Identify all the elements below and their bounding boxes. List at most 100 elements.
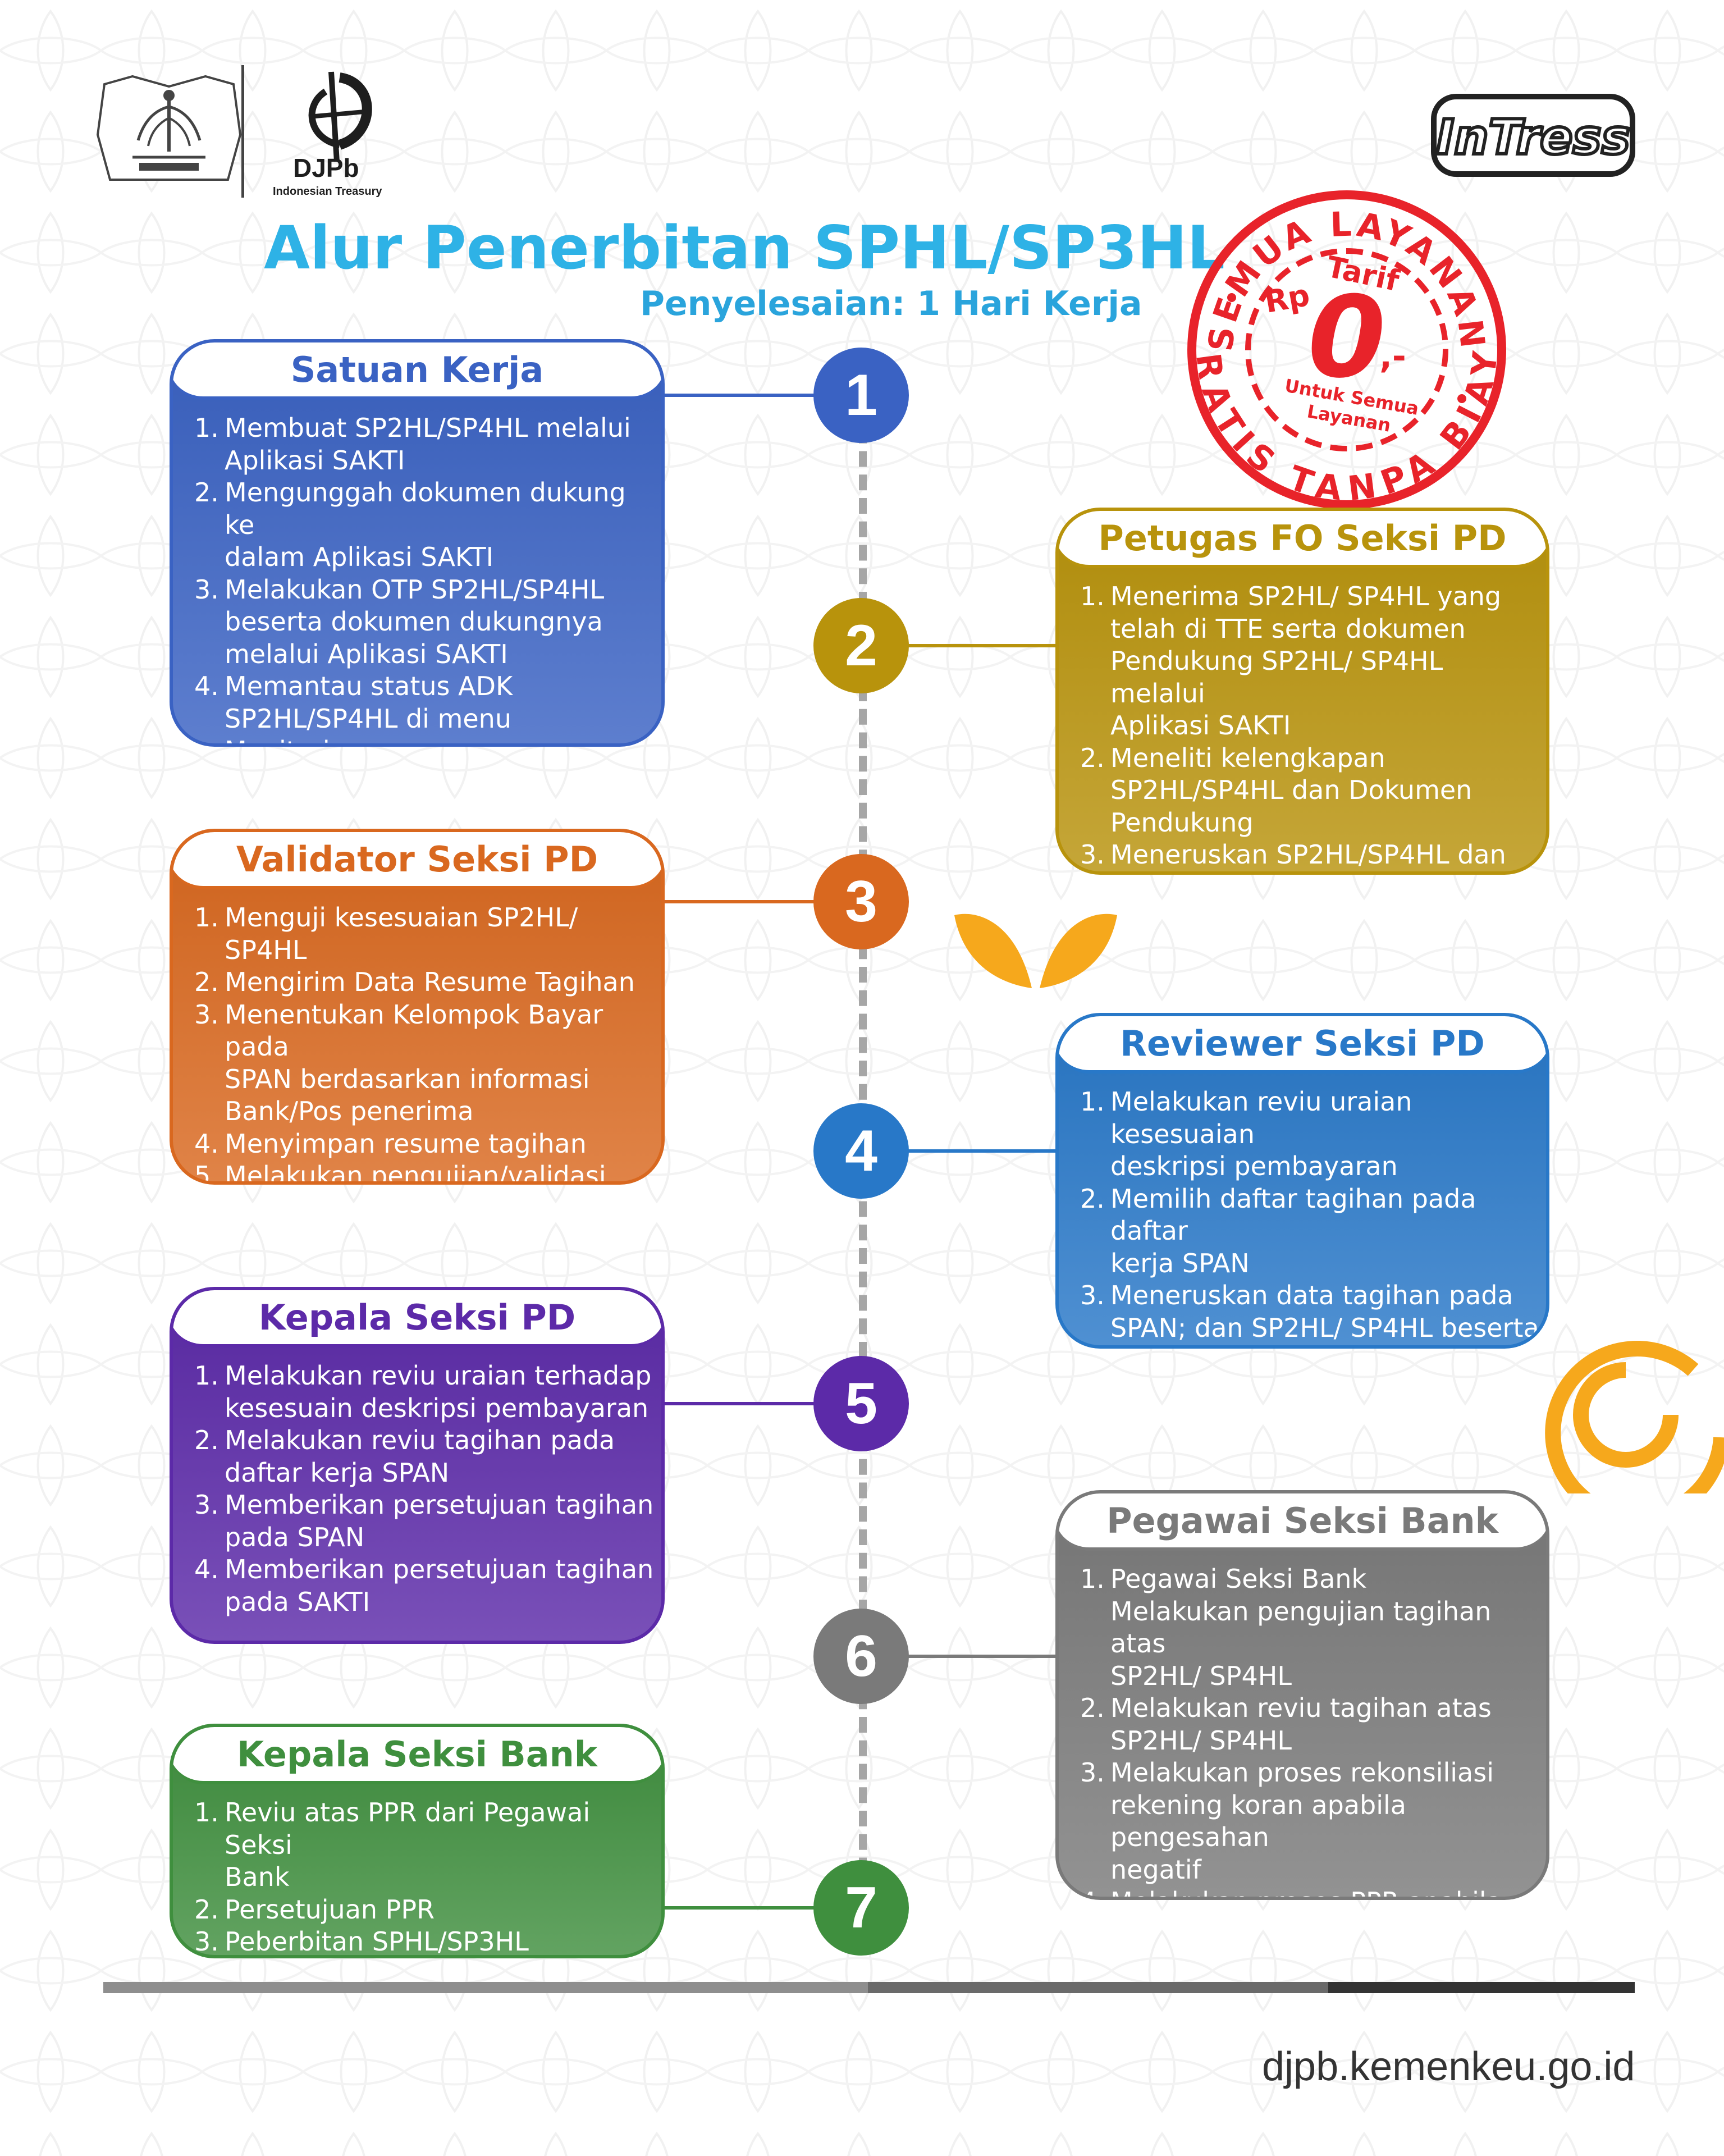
step-6-title: Pegawai Seksi Bank (1059, 1493, 1546, 1551)
step-7-title: Kepala Seksi Bank (173, 1727, 661, 1784)
list-item-number: 1. (194, 1360, 219, 1391)
list-item-number: 4. (194, 1128, 219, 1159)
list-item-line: SP2HL/SP4HL dan Dokumen (1110, 775, 1473, 805)
list-item-number: 1. (1080, 1564, 1105, 1594)
list-item-number: 2. (1080, 742, 1105, 773)
footer-bar-light (103, 1982, 868, 1993)
list-item-line: Pendukung SP2HL/ SP4HL melalui (1110, 646, 1443, 709)
kemenkeu-logo (96, 75, 242, 181)
list-item: 4.Melakukan proses PPR apabilapengesahan… (1080, 1886, 1540, 1897)
footer-bar-dark (1328, 1982, 1635, 1993)
step-2-title: Petugas FO Seksi PD (1059, 511, 1546, 568)
list-item-line: Menguji kesesuaian SP2HL/ SP4HL (225, 902, 578, 965)
djpb-name: DJPb (293, 153, 359, 182)
list-item-line: Pegawai Seksi Bank (1110, 1564, 1367, 1594)
list-item-line: Melakukan OTP SP2HL/SP4HL (225, 574, 605, 605)
list-item-line: Melakukan reviu uraian kesesuaian (1110, 1086, 1412, 1149)
list-item-line: Memberikan persetujuan tagihan (225, 1490, 654, 1520)
list-item-number: 1. (1080, 1086, 1105, 1117)
list-item-line: Meneruskan data tagihan pada (1110, 1280, 1513, 1310)
step-3-connector (665, 900, 861, 903)
page-title: Alur Penerbitan SPHL/SP3HL (264, 213, 1225, 282)
page-subtitle: Penyelesaian: 1 Hari Kerja (640, 284, 1142, 323)
list-item-line: dokumen pendukung pada (1110, 1344, 1540, 1345)
list-item-line: Bank (225, 1862, 290, 1892)
list-item-line: Menerima SP2HL/ SP4HL yang (1110, 581, 1502, 611)
list-item-line: Pendukung (1110, 807, 1254, 838)
list-item-line: negatif (1110, 1854, 1201, 1885)
step-5-connector (665, 1402, 861, 1405)
step-6-number-badge: 6 (813, 1609, 909, 1704)
list-item-number: 1. (194, 1797, 219, 1828)
list-item-number: 3. (194, 1490, 219, 1520)
list-item-number: 3. (194, 1926, 219, 1957)
step-4-title: Reviewer Seksi PD (1059, 1016, 1546, 1074)
list-item-line: Melakukan pengujian/validasi (225, 1161, 606, 1185)
list-item-line: Dokumen Pendukung (1110, 871, 1540, 872)
free-service-stamp: SEMUA LAYANAN GRATIS TANPA BIAYA Tarif R… (1182, 185, 1506, 509)
step-7-connector (665, 1906, 861, 1910)
list-item: 5.Melakukan pengujian/validasi (194, 1160, 656, 1185)
list-item-line: Peberbitan SPHL/SP3HL (225, 1926, 529, 1957)
list-item-line: rekening koran apabila pengesahan (1110, 1789, 1406, 1853)
list-item-line: SPAN; dan SP2HL/ SP4HL beserta (1110, 1312, 1539, 1343)
list-item-number: 3. (194, 574, 219, 605)
step-4-number-badge: 4 (813, 1103, 909, 1199)
list-item-number: 2. (194, 477, 219, 508)
step-7-number-badge: 7 (813, 1860, 909, 1956)
step-3-number-badge: 3 (813, 854, 909, 949)
list-item-line: deskripsi pembayaran (1110, 1151, 1398, 1181)
list-item-line: telah di TTE serta dokumen (1110, 613, 1466, 644)
list-item-line: Bank/Pos penerima (225, 1096, 474, 1126)
list-item-line: Mengunggah dokumen dukung ke (225, 477, 626, 540)
step-2-card: Petugas FO Seksi PD 1.Menerima SP2HL/ SP4… (1055, 508, 1549, 875)
footer-bar-mid (868, 1982, 1328, 1993)
list-item-line: Mengirim Data Resume Tagihan (225, 967, 635, 997)
list-item-number: 2. (1080, 1693, 1105, 1723)
list-item-line: melalui Aplikasi SAKTI (225, 638, 508, 669)
list-item-line: Melakukan pengujian tagihan atas (1110, 1596, 1492, 1659)
list-item: 3.Peberbitan SPHL/SP3HL (194, 1926, 656, 1957)
list-item-line: Memantau status ADK (225, 671, 513, 701)
djpb-logo-mark (308, 71, 372, 162)
list-item-line: Meneliti kelengkapan (1110, 742, 1385, 773)
list-item-line: Melakukan proses PPR apabila (1110, 1886, 1540, 1897)
list-item-number: 3. (194, 999, 219, 1030)
list-item-line: Memilih daftar tagihan pada daftar (1110, 1183, 1476, 1246)
list-item: 2.Mengirim Data Resume Tagihan (194, 966, 656, 999)
list-item-line: Menentukan Kelompok Bayar pada (225, 999, 603, 1062)
stamp-amount: 0 (1307, 272, 1385, 403)
list-item-number: 3. (1080, 1280, 1105, 1310)
step-2-number-badge: 2 (813, 598, 909, 693)
list-item-line: Melakukan reviu uraian terhadap (225, 1360, 652, 1391)
list-item: 2.Persetujuan PPR (194, 1894, 656, 1926)
list-item-line: pada SPAN (225, 1522, 365, 1552)
list-item-line: Persetujuan PPR (225, 1894, 435, 1925)
list-item-number: 4. (1080, 1886, 1105, 1897)
step-2-connector (861, 644, 1055, 647)
list-item-line: Membuat SP2HL/SP4HL melalui (225, 413, 631, 443)
stamp-suffix: ,- (1379, 337, 1406, 376)
list-item-number: 2. (194, 967, 219, 997)
